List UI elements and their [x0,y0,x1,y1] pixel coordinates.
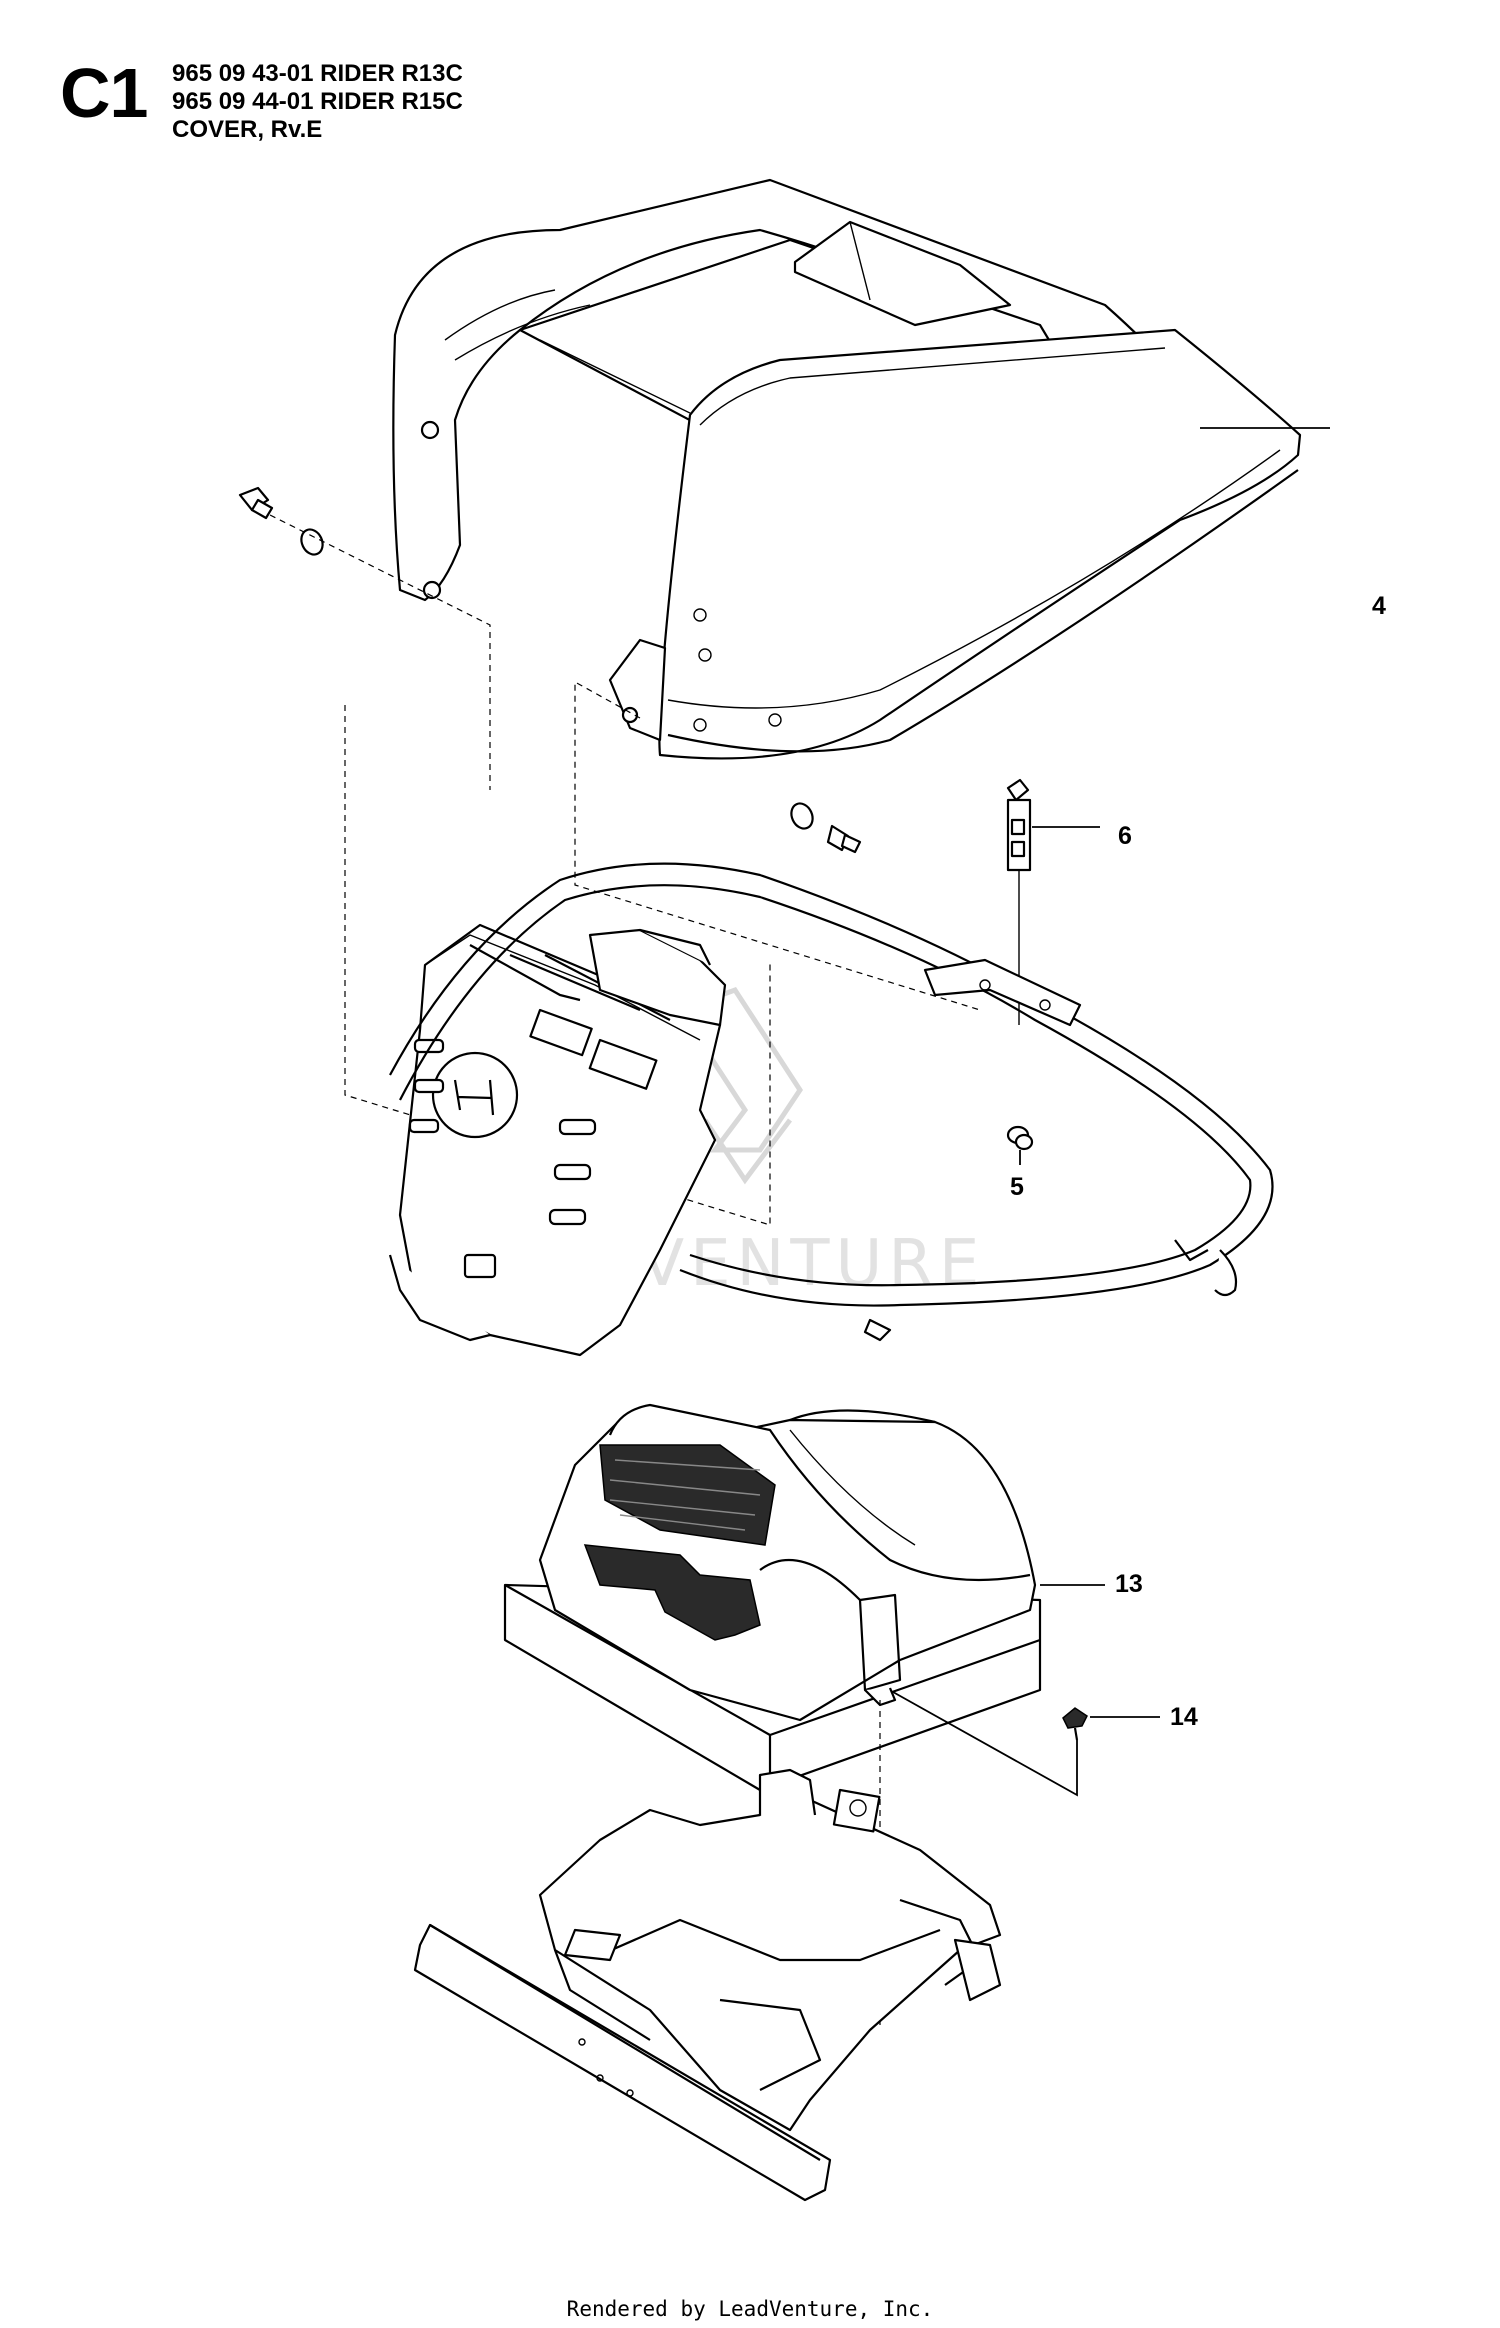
callout-4[interactable]: 4 [1372,592,1386,620]
part-4-hood-cover[interactable] [392,178,1302,760]
hood-bolt-left[interactable] [238,486,491,790]
callout-5[interactable]: 5 [1010,1173,1024,1201]
hood-bolt-right[interactable] [574,680,981,1011]
part-13-engine-cover[interactable] [503,1403,1042,1792]
callout-14[interactable]: 14 [1170,1703,1198,1731]
section-code: C1 [60,54,148,132]
model-line-r15c: 965 09 44-01 RIDER R15C [172,88,463,115]
model-line-r13c: 965 09 43-01 RIDER R13C [172,60,463,87]
engine-and-frame-assembly [344,705,1274,1357]
chassis-base [413,1700,1002,2202]
hood-pivot-hole [420,420,440,440]
callout-6[interactable]: 6 [1118,822,1132,850]
part-5-pin[interactable] [1006,1125,1034,1151]
footer-credit: Rendered by LeadVenture, Inc. [566,2297,934,2321]
part-14-clip[interactable] [892,1691,1088,1797]
part-6-hood-strap[interactable] [1006,778,1032,1025]
diagram-title: COVER, Rv.E [172,116,323,143]
callout-13[interactable]: 13 [1115,1570,1143,1598]
